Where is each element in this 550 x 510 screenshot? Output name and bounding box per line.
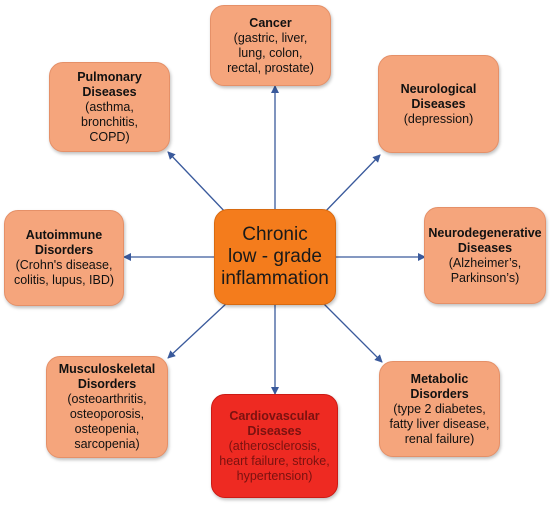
metabolic-detail: (type 2 diabetes, fatty liver disease, r… bbox=[389, 401, 490, 446]
autoimmune-detail: (Crohn's disease, colitis, lupus, IBD) bbox=[13, 258, 115, 287]
arrow-to-metabolic bbox=[321, 301, 383, 363]
cardiovascular-node: Cardiovascular Diseases (atherosclerosis… bbox=[211, 394, 338, 498]
cancer-node: Cancer (gastric, liver, lung, colon, rec… bbox=[210, 5, 331, 86]
neurodegenerative-node: Neurodegenerative Diseases (Alzheimer’s,… bbox=[424, 207, 546, 304]
pulmonary-node: Pulmonary Diseases (asthma, bronchitis, … bbox=[49, 62, 170, 152]
neurological-node: Neurological Diseases (depression) bbox=[378, 55, 499, 153]
cardiovascular-title: Cardiovascular Diseases bbox=[229, 408, 320, 438]
neurodegenerative-title: Neurodegenerative Diseases bbox=[428, 225, 542, 255]
neurodegenerative-detail: (Alzheimer’s, Parkinson’s) bbox=[448, 255, 522, 285]
center-label: Chronic low - grade inflammation bbox=[221, 224, 329, 289]
musculoskeletal-detail: (osteoarthritis, osteoporosis, osteopeni… bbox=[67, 392, 147, 451]
cancer-detail: (gastric, liver, lung, colon, rectal, pr… bbox=[227, 30, 314, 75]
neurological-title: Neurological Diseases bbox=[400, 81, 477, 111]
center-node: Chronic low - grade inflammation bbox=[214, 209, 336, 305]
musculoskeletal-title: Musculoskeletal Disorders bbox=[58, 362, 156, 391]
metabolic-title: Metabolic Disorders bbox=[410, 371, 469, 401]
neurological-detail: (depression) bbox=[403, 111, 474, 126]
arrow-to-musculoskeletal bbox=[167, 301, 229, 359]
arrow-to-pulmonary bbox=[167, 151, 229, 216]
pulmonary-detail: (asthma, bronchitis, COPD) bbox=[81, 99, 138, 144]
pulmonary-title: Pulmonary Diseases bbox=[77, 69, 142, 99]
cancer-title: Cancer bbox=[249, 15, 292, 30]
cardiovascular-detail: (atherosclerosis, heart failure, stroke,… bbox=[219, 438, 330, 483]
autoimmune-title: Autoimmune Disorders bbox=[25, 228, 103, 257]
arrow-to-neurological bbox=[321, 154, 381, 216]
autoimmune-node: Autoimmune Disorders (Crohn's disease, c… bbox=[4, 210, 124, 306]
metabolic-node: Metabolic Disorders (type 2 diabetes, fa… bbox=[379, 361, 500, 457]
musculoskeletal-node: Musculoskeletal Disorders (osteoarthriti… bbox=[46, 356, 168, 458]
